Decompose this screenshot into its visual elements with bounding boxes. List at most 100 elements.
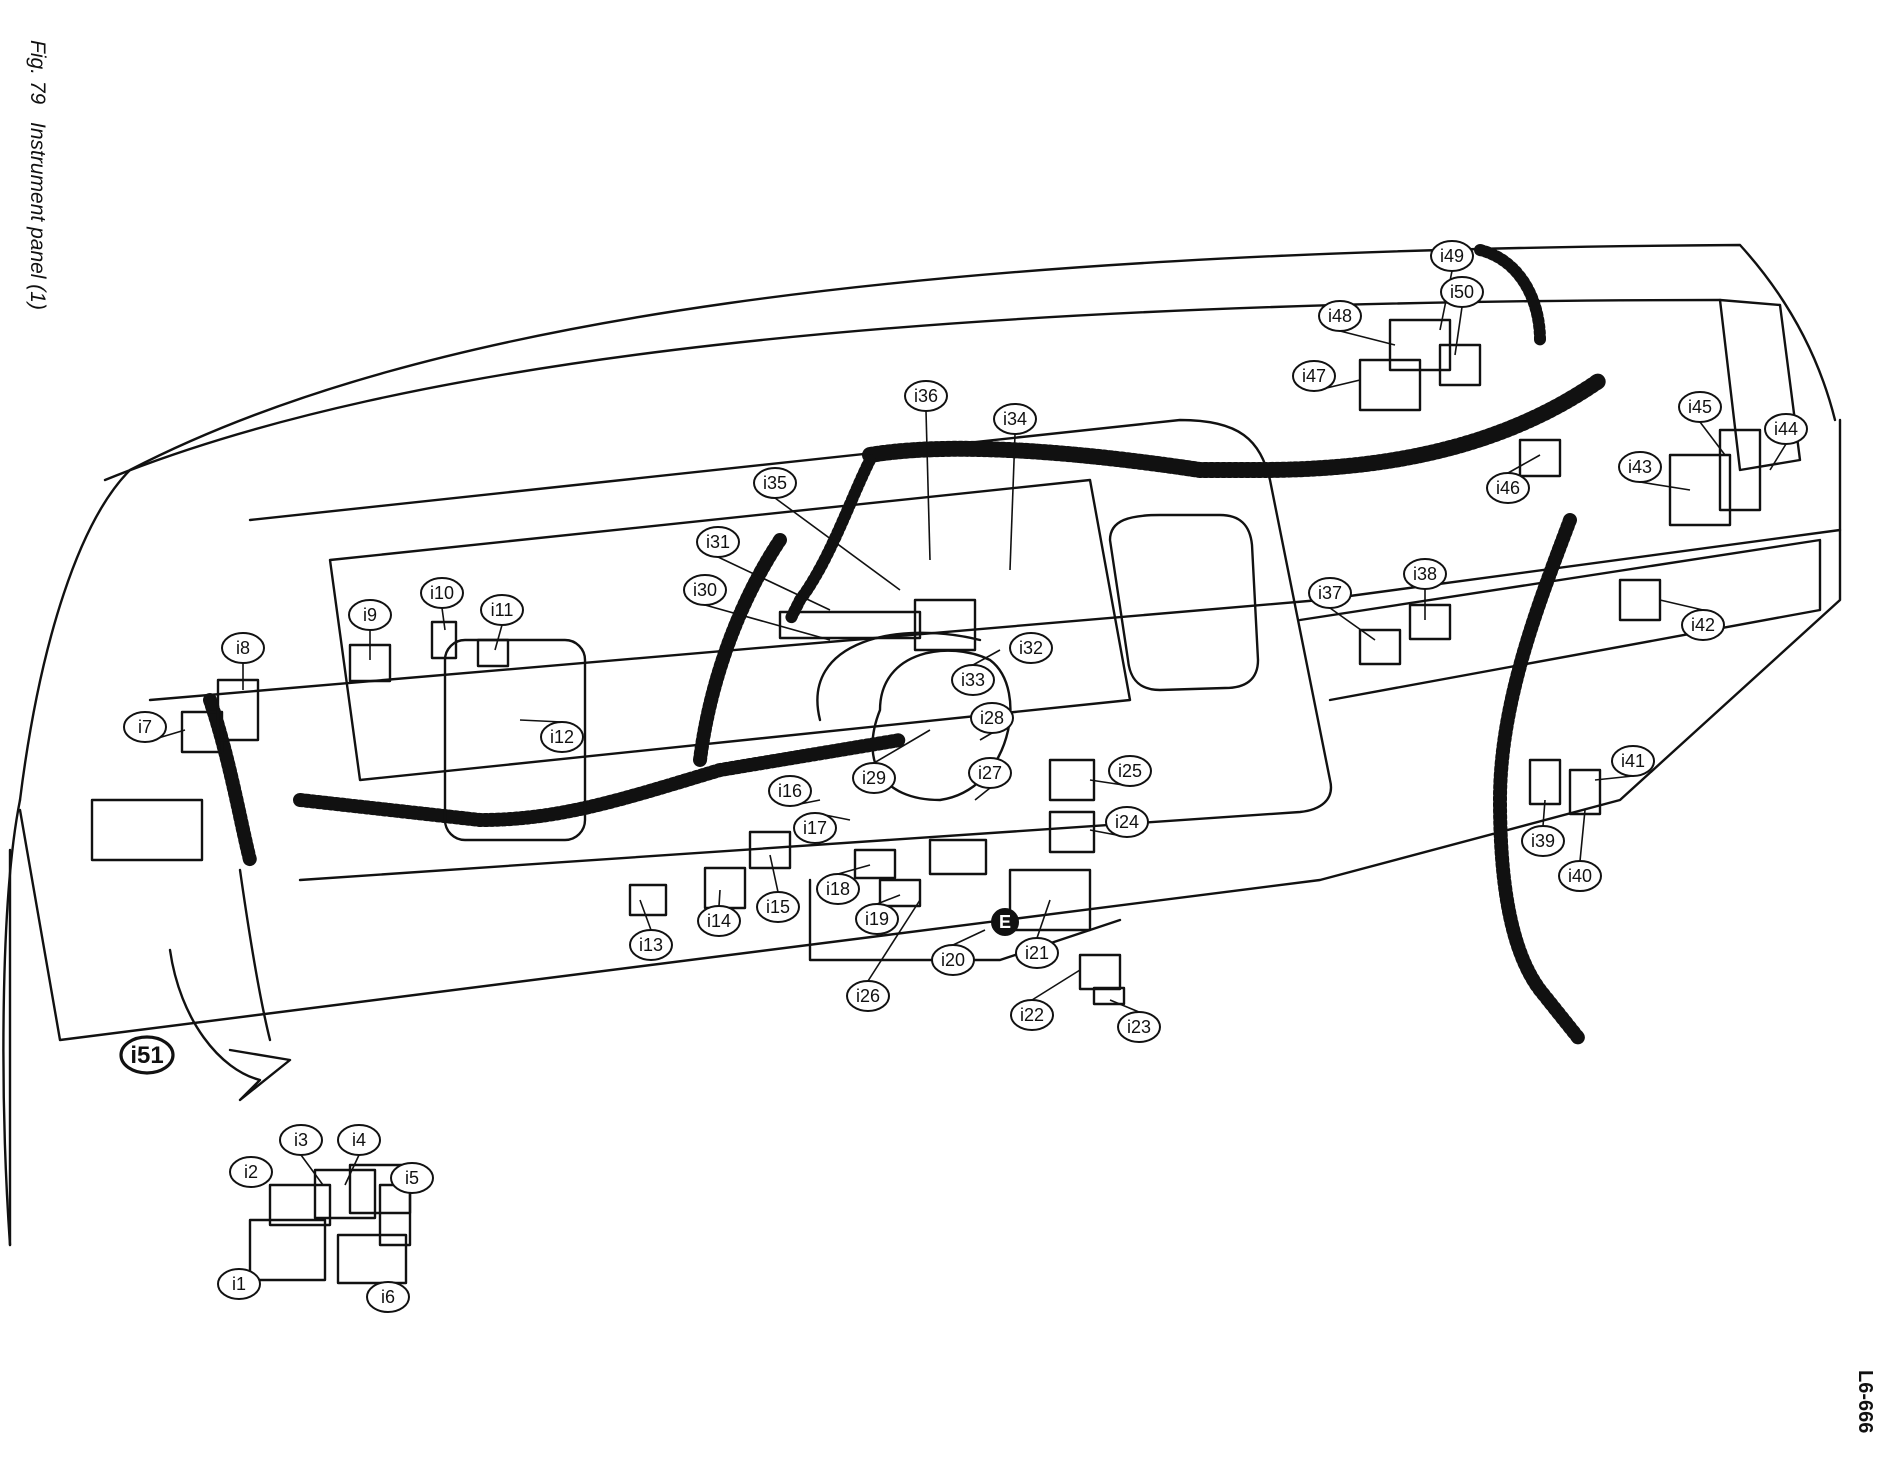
callout-i31: i31 [696, 526, 740, 558]
callout-bubble [1010, 999, 1054, 1031]
callout-e: E [991, 908, 1019, 936]
lead-line-i3 [300, 1154, 324, 1186]
vent-right-top [1718, 298, 1802, 472]
callout-bubble [1678, 391, 1722, 423]
lead-line-i22 [1031, 969, 1081, 1001]
callout-label: i4 [352, 1130, 366, 1150]
callout-bubble [480, 594, 524, 626]
lead-line-i4 [344, 1154, 360, 1186]
callout-i2: i2 [229, 1156, 273, 1188]
callout-i8: i8 [221, 632, 265, 664]
callout-bubble [221, 632, 265, 664]
callout-bubble [1403, 558, 1447, 590]
figure-caption: Fig. 79 Instrument panel (1) [22, 40, 52, 370]
connector-i26 [928, 838, 988, 876]
callout-label: i1 [232, 1274, 246, 1294]
lead-line-i20 [952, 929, 986, 946]
callout-bubble [337, 1124, 381, 1156]
callout-bubble [279, 1124, 323, 1156]
connector-i38 [1408, 603, 1452, 641]
callout-i16: i16 [768, 775, 812, 807]
callout-i13: i13 [629, 929, 673, 961]
connector-i46 [1518, 438, 1562, 478]
figure-reference-code: L6-666 [1854, 1370, 1876, 1434]
dashboard-lower-edge [18, 418, 1842, 1042]
callout-label: i37 [1318, 583, 1342, 603]
callout-i19: i19 [855, 903, 899, 935]
callout-i43: i43 [1618, 451, 1662, 483]
lead-line-i14 [718, 889, 721, 907]
callout-i14: i14 [697, 905, 741, 937]
figure-reference: L6-666 [1852, 1370, 1878, 1480]
harness-main-lower [293, 733, 907, 827]
callout-label: i40 [1568, 866, 1592, 886]
harness-top-right [1474, 244, 1546, 346]
callout-label: i7 [138, 717, 152, 737]
connector-i21 [1008, 868, 1092, 932]
callout-bubble [540, 721, 584, 753]
callout-bubble [951, 664, 995, 696]
callout-label: i15 [766, 897, 790, 917]
callout-i32: i32 [1009, 632, 1053, 664]
lead-line-i42 [1659, 599, 1704, 611]
callout-label: i35 [763, 473, 787, 493]
connector-i13 [628, 883, 668, 917]
callout-label: i43 [1628, 457, 1652, 477]
callout-bubble [931, 944, 975, 976]
lead-line-i33 [972, 649, 1001, 666]
callout-i29: i29 [852, 762, 896, 794]
callout-label: i29 [862, 768, 886, 788]
lead-line-i50 [1454, 306, 1463, 356]
callout-i4: i4 [337, 1124, 381, 1156]
callout-i50: i50 [1440, 276, 1484, 308]
callout-i10: i10 [420, 577, 464, 609]
callout-label: i16 [778, 781, 802, 801]
callout-label: i18 [826, 879, 850, 899]
callout-i47: i47 [1292, 360, 1336, 392]
callout-i20: i20 [931, 944, 975, 976]
connector-i12 [443, 638, 587, 842]
callout-label: i50 [1450, 282, 1474, 302]
lead-line-i43 [1639, 481, 1691, 491]
callout-bubble [123, 711, 167, 743]
callout-i18: i18 [816, 873, 860, 905]
callout-bubble [1292, 360, 1336, 392]
lead-line-i21 [1036, 899, 1051, 939]
harness-left-vertical [203, 693, 257, 867]
callout-bubble [683, 574, 727, 606]
callout-i9: i9 [348, 599, 392, 631]
callout-bubble [816, 873, 860, 905]
callout-label: i48 [1328, 306, 1352, 326]
callout-label: i13 [639, 935, 663, 955]
callout-bubble [852, 762, 896, 794]
callout-i34: i34 [993, 403, 1037, 435]
lead-line-i46 [1507, 454, 1541, 474]
callout-bubble [348, 599, 392, 631]
callout-bubble [855, 903, 899, 935]
callout-i1: i1 [217, 1268, 261, 1300]
callout-i27: i27 [968, 757, 1012, 789]
callout-i38: i38 [1403, 558, 1447, 590]
callout-bubble [991, 908, 1019, 936]
connector-i11 [476, 638, 510, 668]
callout-i39: i39 [1521, 825, 1565, 857]
callout-label: i47 [1302, 366, 1326, 386]
callout-bubble [1486, 472, 1530, 504]
connector-i23 [1092, 986, 1126, 1006]
connector-i19 [878, 878, 922, 908]
connector-i18 [853, 848, 897, 880]
callout-i28: i28 [970, 702, 1014, 734]
connector-i14 [703, 866, 747, 910]
callout-i22: i22 [1010, 999, 1054, 1031]
callout-label: i23 [1127, 1017, 1151, 1037]
callout-bubble [970, 702, 1014, 734]
lead-lines [144, 270, 1787, 1186]
connector-i42 [1618, 578, 1662, 622]
callout-label: i45 [1688, 397, 1712, 417]
lead-line-i18 [837, 864, 871, 875]
callout-i21: i21 [1015, 937, 1059, 969]
callout-label: i51 [130, 1042, 163, 1069]
callout-label: i39 [1531, 831, 1555, 851]
